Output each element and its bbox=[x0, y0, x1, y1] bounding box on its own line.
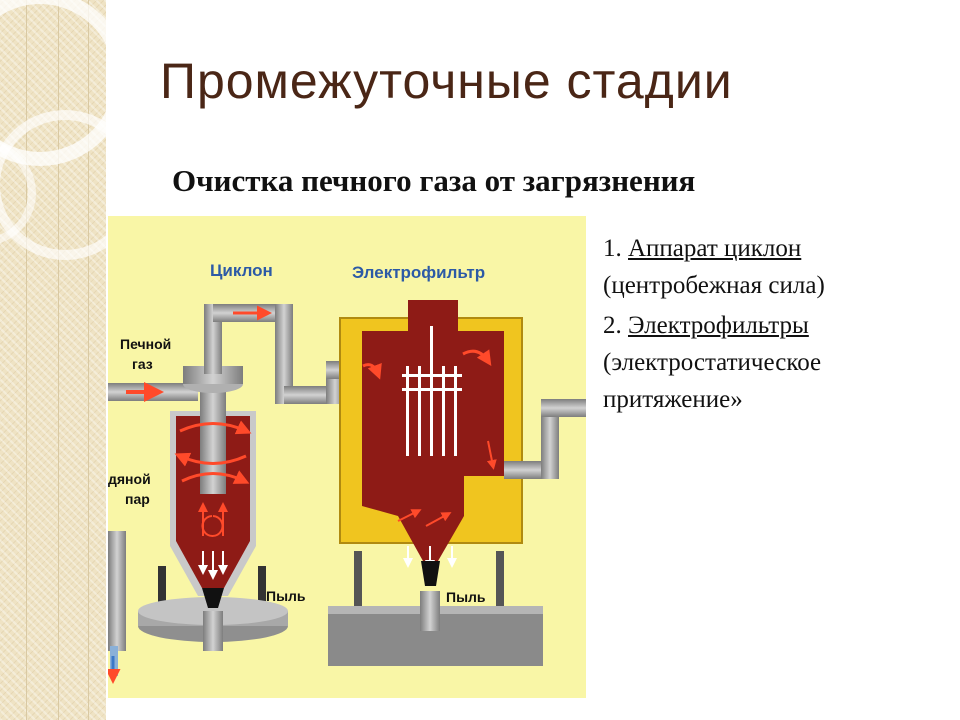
decorative-side-strip bbox=[0, 0, 106, 720]
steam-pipe bbox=[108, 531, 126, 651]
cyclone-inner-tube bbox=[200, 384, 226, 494]
cyclone-leg bbox=[258, 566, 266, 611]
strip-line bbox=[26, 0, 27, 720]
furnace-gas-label-line1: Печной bbox=[120, 336, 171, 352]
strip-line bbox=[88, 0, 89, 720]
cyclone-chamber bbox=[176, 416, 250, 588]
slide-subtitle: Очистка печного газа от загрязнения bbox=[172, 163, 696, 198]
slide-title: Промежуточные стадии bbox=[160, 53, 733, 109]
list-item-name: Электрофильтры bbox=[628, 312, 809, 339]
electrofilter-leg bbox=[496, 551, 504, 631]
decorative-ring bbox=[0, 110, 106, 260]
list-item-description: (центробежная сила) bbox=[603, 272, 825, 299]
strip-line bbox=[58, 0, 59, 720]
cyclone-label: Циклон bbox=[210, 261, 273, 280]
list-item-description: (электростатическое притяжение» bbox=[603, 349, 822, 413]
steam-label-line1: дяной bbox=[108, 471, 151, 487]
list-item-number: 2. bbox=[603, 312, 622, 339]
list-item: 2. Электрофильтры (электростатическое пр… bbox=[603, 307, 948, 418]
method-list: 1. Аппарат циклон (центробежная сила) 2.… bbox=[603, 230, 948, 421]
gas-cleaning-diagram: Циклон Электрофильтр Печной газ дяной па… bbox=[108, 216, 586, 698]
steam-label-line2: пар bbox=[125, 491, 150, 507]
dust-label-electrofilter: Пыль bbox=[446, 589, 486, 605]
list-item-number: 1. bbox=[603, 235, 622, 262]
furnace-gas-label-line2: газ bbox=[132, 356, 153, 372]
electrofilter-leg bbox=[354, 551, 362, 631]
list-item-name: Аппарат циклон bbox=[628, 235, 802, 262]
cyclone-leg bbox=[158, 566, 166, 611]
dust-label-cyclone: Пыль bbox=[266, 588, 306, 604]
electrofilter-label: Электрофильтр bbox=[352, 263, 485, 282]
list-item: 1. Аппарат циклон (центробежная сила) bbox=[603, 230, 948, 304]
